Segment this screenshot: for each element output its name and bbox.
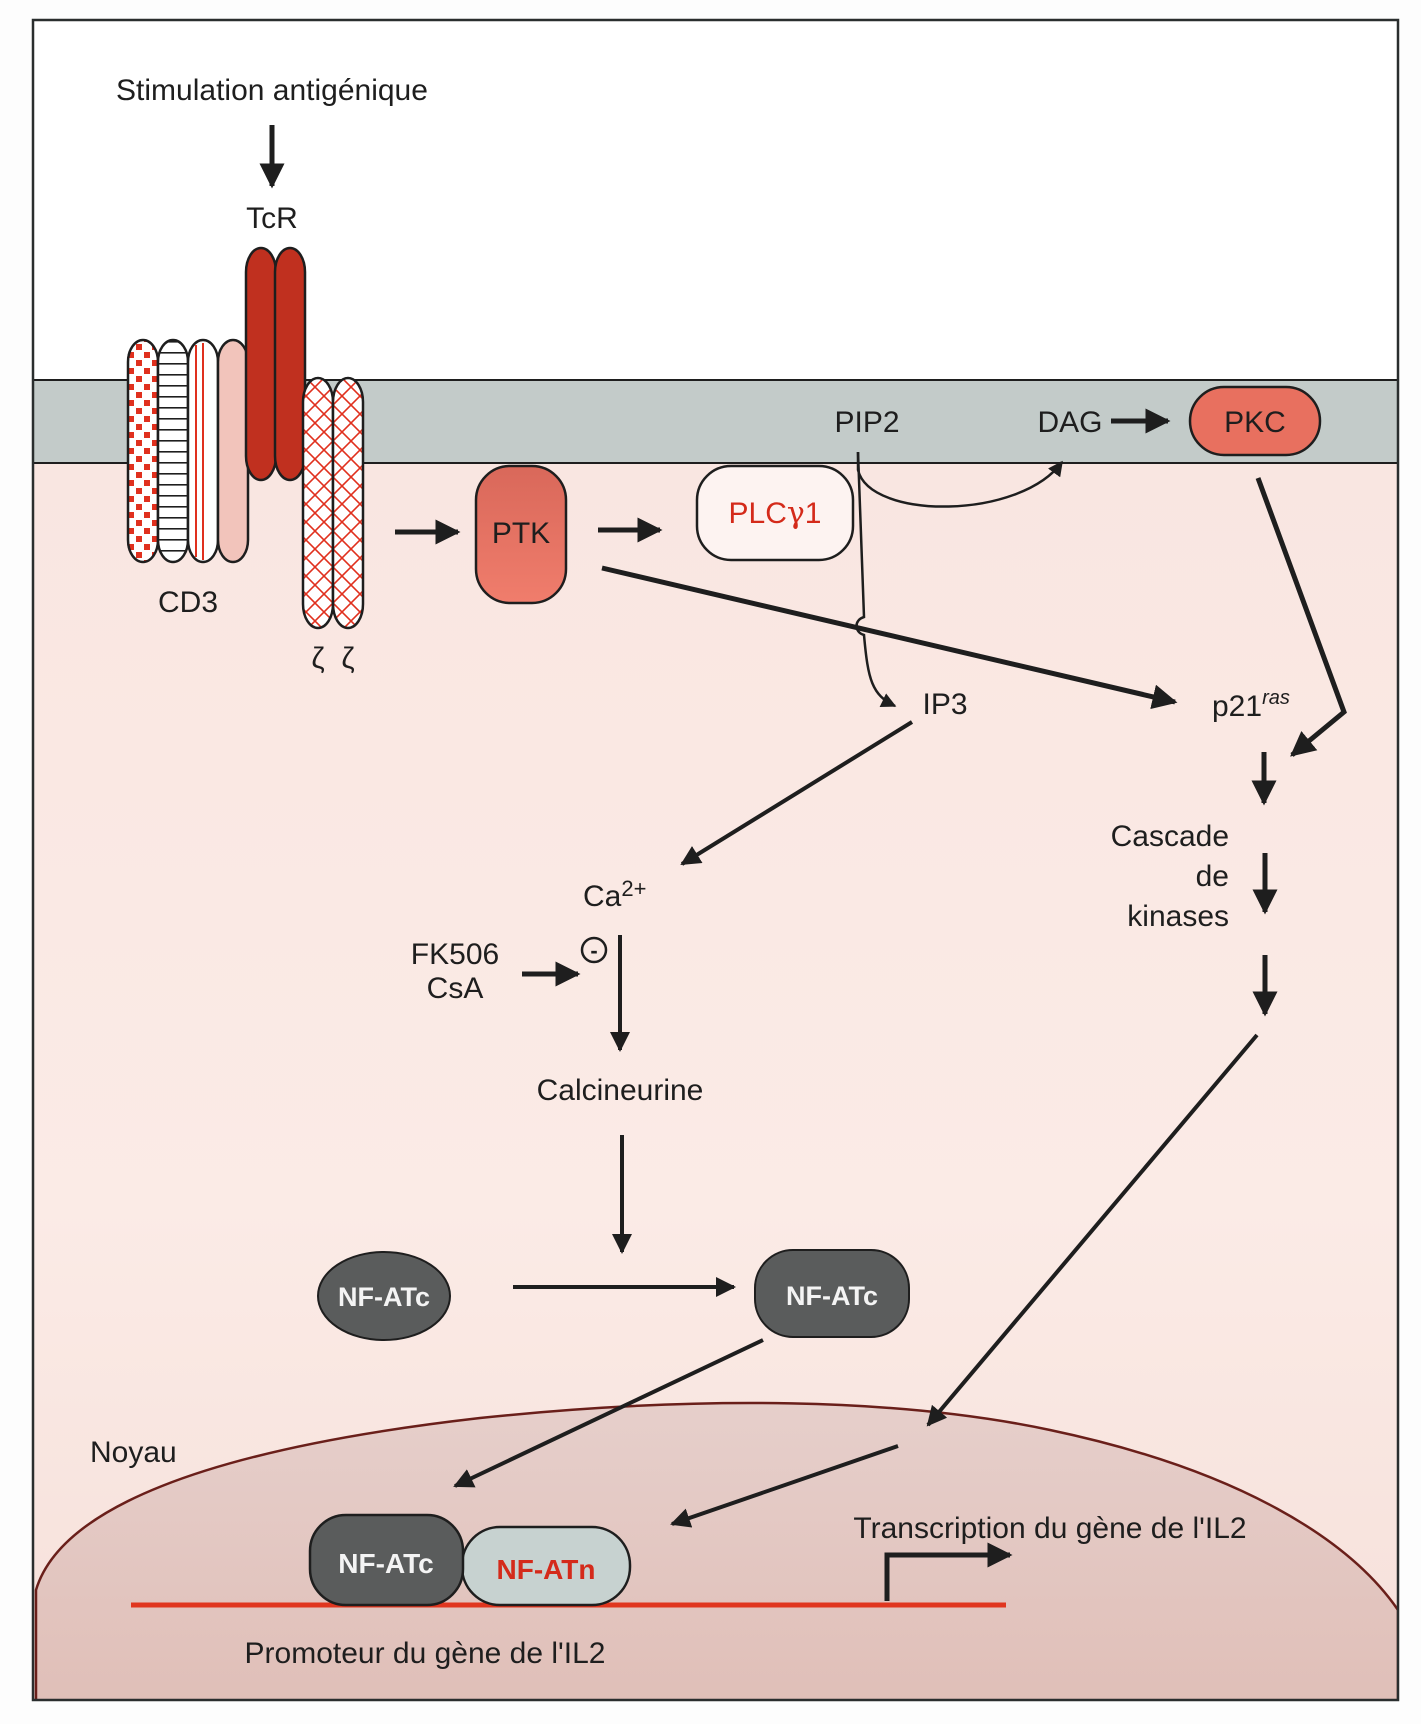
- promoter-label: Promoteur du gène de l'IL2: [245, 1637, 606, 1670]
- arrow-pip2-to-dag: [856, 452, 1064, 508]
- inhibitor-fk506-label: FK506: [411, 938, 499, 971]
- nucleus-label: Noyau: [90, 1436, 177, 1469]
- inhibition-minus-icon: -: [580, 936, 608, 964]
- arrow-ptk-to-p21ras: [601, 565, 1178, 710]
- cd3-chain-checkered: [126, 338, 160, 564]
- transcription-start-arrow: [884, 1542, 1013, 1601]
- nfatc-active-node: [754, 1249, 910, 1338]
- cascade-label-line1: Cascade: [1111, 820, 1229, 853]
- calcium-label: Ca2+: [583, 876, 646, 913]
- pkc-label: PKC: [1224, 406, 1286, 439]
- calcium-superscript: 2+: [621, 876, 646, 901]
- nfatc-nuclear-label: NF-ATc: [338, 1548, 433, 1579]
- cd3-chain-pink: [216, 338, 250, 564]
- dag-label: DAG: [1037, 406, 1102, 439]
- nfatn-label: NF-ATn: [497, 1554, 596, 1585]
- cascade-label-line3: kinases: [1127, 900, 1229, 933]
- p21-superscript: ras: [1262, 687, 1290, 709]
- zeta-label-2: ζ: [341, 642, 354, 675]
- tcr-chain-alpha: [244, 246, 278, 482]
- calcium-base: Ca: [583, 880, 622, 913]
- arrow-pip2-to-ip3: [855, 451, 897, 708]
- plc-suffix: 1: [805, 497, 822, 530]
- p21ras-label: p21ras: [1212, 687, 1290, 723]
- plc-gamma1-node: [695, 464, 855, 562]
- inhibition-sign: -: [590, 938, 597, 963]
- ptk-label: PTK: [492, 517, 550, 550]
- zeta-label-1: ζ: [311, 642, 324, 675]
- ip3-label: IP3: [922, 688, 967, 721]
- p21-base: p21: [1212, 690, 1262, 723]
- inhibitor-csa-label: CsA: [427, 972, 484, 1005]
- cd3-label: CD3: [158, 586, 218, 619]
- cd3-chain-striped: [156, 338, 190, 564]
- arrow-cascade-to-nfatn: [670, 1444, 899, 1528]
- nfatc-nuclear-node: [308, 1513, 465, 1607]
- pkc-node: [1188, 385, 1322, 457]
- nfatc-active-label: NF-ATc: [786, 1281, 878, 1311]
- calcineurin-label: Calcineurine: [537, 1074, 704, 1107]
- figure-frame: [31, 18, 1400, 1702]
- pip2-label: PIP2: [834, 406, 899, 439]
- tcr-receptor: [244, 246, 307, 482]
- transcription-label: Transcription du gène de l'IL2: [853, 1512, 1246, 1545]
- zeta-chains: [301, 376, 365, 630]
- nfatc-inactive-node: [317, 1251, 451, 1341]
- arrow-cascade-to-nucleus: [926, 1033, 1259, 1427]
- plc-gamma1-label: PLCγ1: [729, 496, 822, 531]
- plc-gamma: γ: [787, 496, 805, 531]
- zeta-chain-1: [301, 376, 335, 630]
- tcr-chain-beta: [273, 246, 307, 482]
- ptk-node: [474, 464, 568, 605]
- arrow-pkc-to-cascade: [1255, 477, 1347, 757]
- zeta-chain-2: [331, 376, 365, 630]
- plc-prefix: PLC: [729, 497, 787, 530]
- arrow-ip3-to-calcium: [680, 720, 914, 866]
- tcr-label: TcR: [246, 202, 298, 235]
- cd3-complex: [126, 338, 250, 564]
- stimulation-label: Stimulation antigénique: [116, 74, 428, 107]
- cascade-label-line2: de: [1196, 860, 1229, 893]
- arrow-nfatc-to-nucleus: [453, 1338, 764, 1488]
- nucleus: [34, 1401, 1398, 1700]
- nfatc-inactive-label: NF-ATc: [338, 1282, 430, 1312]
